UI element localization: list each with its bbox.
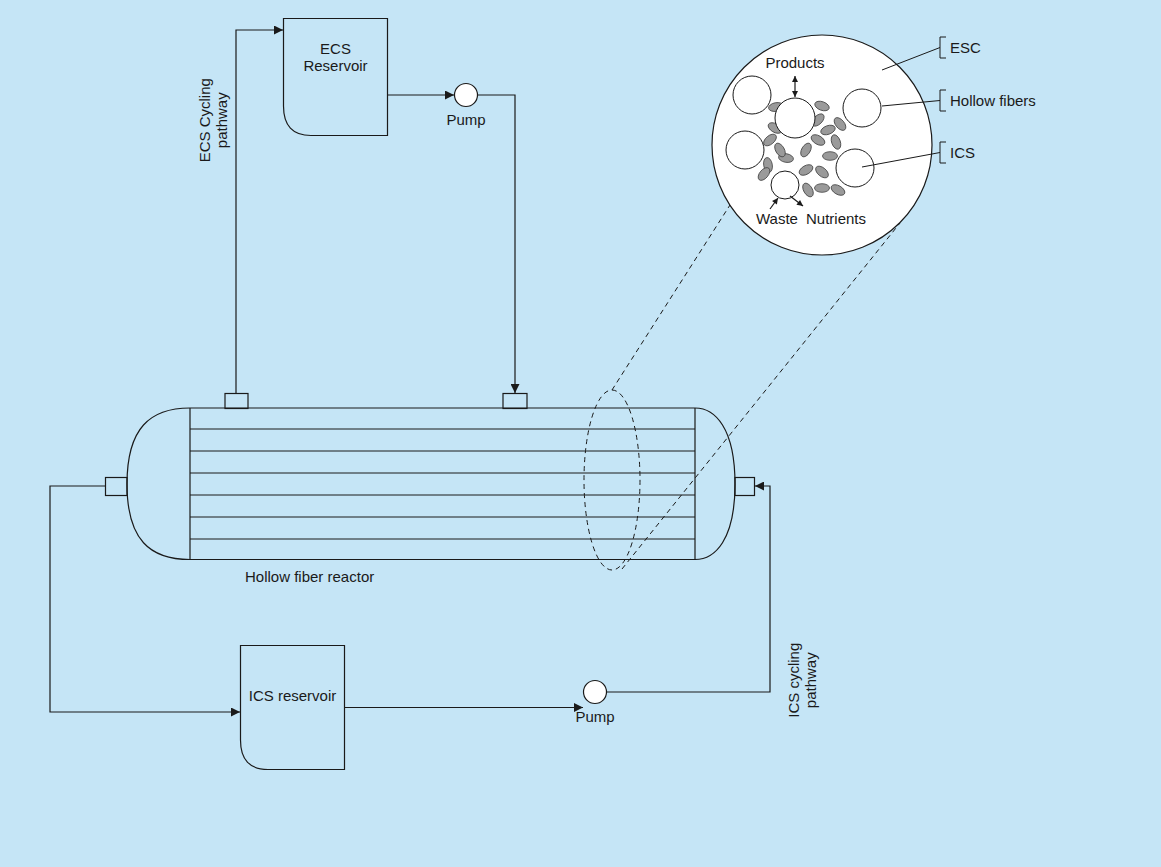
reactor-shell <box>190 407 695 408</box>
node-text: Waste <box>756 210 798 227</box>
pathway-label: ECS Cycling pathway <box>196 60 231 180</box>
hollow-fiber-line <box>190 451 695 452</box>
node-text: ECS Reservoir <box>289 40 382 75</box>
hollow-fiber-line <box>190 473 695 474</box>
port-nozzle <box>735 478 755 496</box>
exchange-arrow <box>790 196 803 206</box>
fiber-section <box>733 76 771 114</box>
flow-connector <box>345 707 583 708</box>
pump-circle <box>455 84 478 107</box>
reactor-shell <box>189 408 190 560</box>
hollow-fiber-line <box>190 429 695 430</box>
hollow-fiber-sections <box>726 76 881 199</box>
cell <box>813 99 830 112</box>
inset-disc <box>712 35 932 255</box>
reactor-outline <box>106 394 755 560</box>
fiber-section <box>843 89 881 127</box>
exchange-arrow <box>770 198 778 209</box>
region-label: ESC <box>950 39 981 56</box>
pump-symbol: Pump <box>454 83 478 107</box>
reactor-shell <box>694 408 695 560</box>
leader-line <box>882 101 940 107</box>
cell <box>799 141 814 158</box>
shape-outline <box>454 83 478 107</box>
pump-circle <box>584 681 607 704</box>
cell <box>801 181 816 198</box>
reactor-shell <box>695 408 735 560</box>
port-nozzle <box>225 394 248 409</box>
cell <box>797 163 814 178</box>
pump-symbol: Pump <box>583 680 607 704</box>
region-label: ICS <box>950 144 975 161</box>
label-bracket <box>940 37 946 58</box>
node-text: ICS reservoir <box>246 687 339 704</box>
hollow-fiber-reactor: Hollow fiber reactor <box>105 393 755 560</box>
port-nozzle <box>106 478 128 496</box>
port-nozzle <box>503 394 527 409</box>
cell <box>815 184 830 193</box>
cell <box>813 164 830 180</box>
cell <box>829 183 846 198</box>
fiber-section <box>836 149 874 187</box>
node-text: Pump <box>575 708 614 725</box>
node-text: Nutrients <box>806 210 866 227</box>
fiber-section <box>771 171 799 199</box>
cell <box>773 141 788 158</box>
label-bracket <box>940 90 946 111</box>
zoom-ellipse <box>584 390 640 570</box>
pathway-label: ICS cycling pathway <box>785 620 820 740</box>
part-label: Hollow fibers <box>950 92 1036 109</box>
hollow-fiber-line <box>190 517 695 518</box>
flow-connector <box>50 486 240 712</box>
zoom-line <box>612 205 730 390</box>
fiber-section <box>726 131 764 169</box>
cell <box>823 152 838 161</box>
shape-outline <box>583 680 607 704</box>
label-bracket <box>940 142 946 163</box>
reservoir-tank: ECS Reservoir <box>283 18 388 136</box>
fiber-section <box>775 98 815 138</box>
reactor-shell <box>127 408 190 560</box>
shape-outline <box>283 18 388 136</box>
inset-outline <box>712 35 932 255</box>
tank-outline <box>241 646 345 770</box>
exchange-arrow <box>794 76 795 97</box>
tank-outline <box>284 19 388 136</box>
flow-connector <box>236 30 283 393</box>
cell <box>829 133 842 150</box>
node-text: Products <box>765 54 824 71</box>
flow-connector <box>478 95 515 393</box>
hollow-fiber-line <box>190 539 695 540</box>
shape-outline <box>105 393 755 560</box>
reservoir-tank: ICS reservoir <box>240 645 345 770</box>
leader-line <box>862 153 940 168</box>
cell <box>756 165 772 182</box>
cross-section-inset: ProductsWaste Nutrients <box>712 35 932 255</box>
shape-outline <box>240 645 345 770</box>
node-text: Pump <box>446 111 485 128</box>
reactor-shell <box>190 559 695 560</box>
hollow-fiber-line <box>190 495 695 496</box>
node-text: Hollow fiber reactor <box>245 568 374 585</box>
flow-connector <box>388 94 454 95</box>
